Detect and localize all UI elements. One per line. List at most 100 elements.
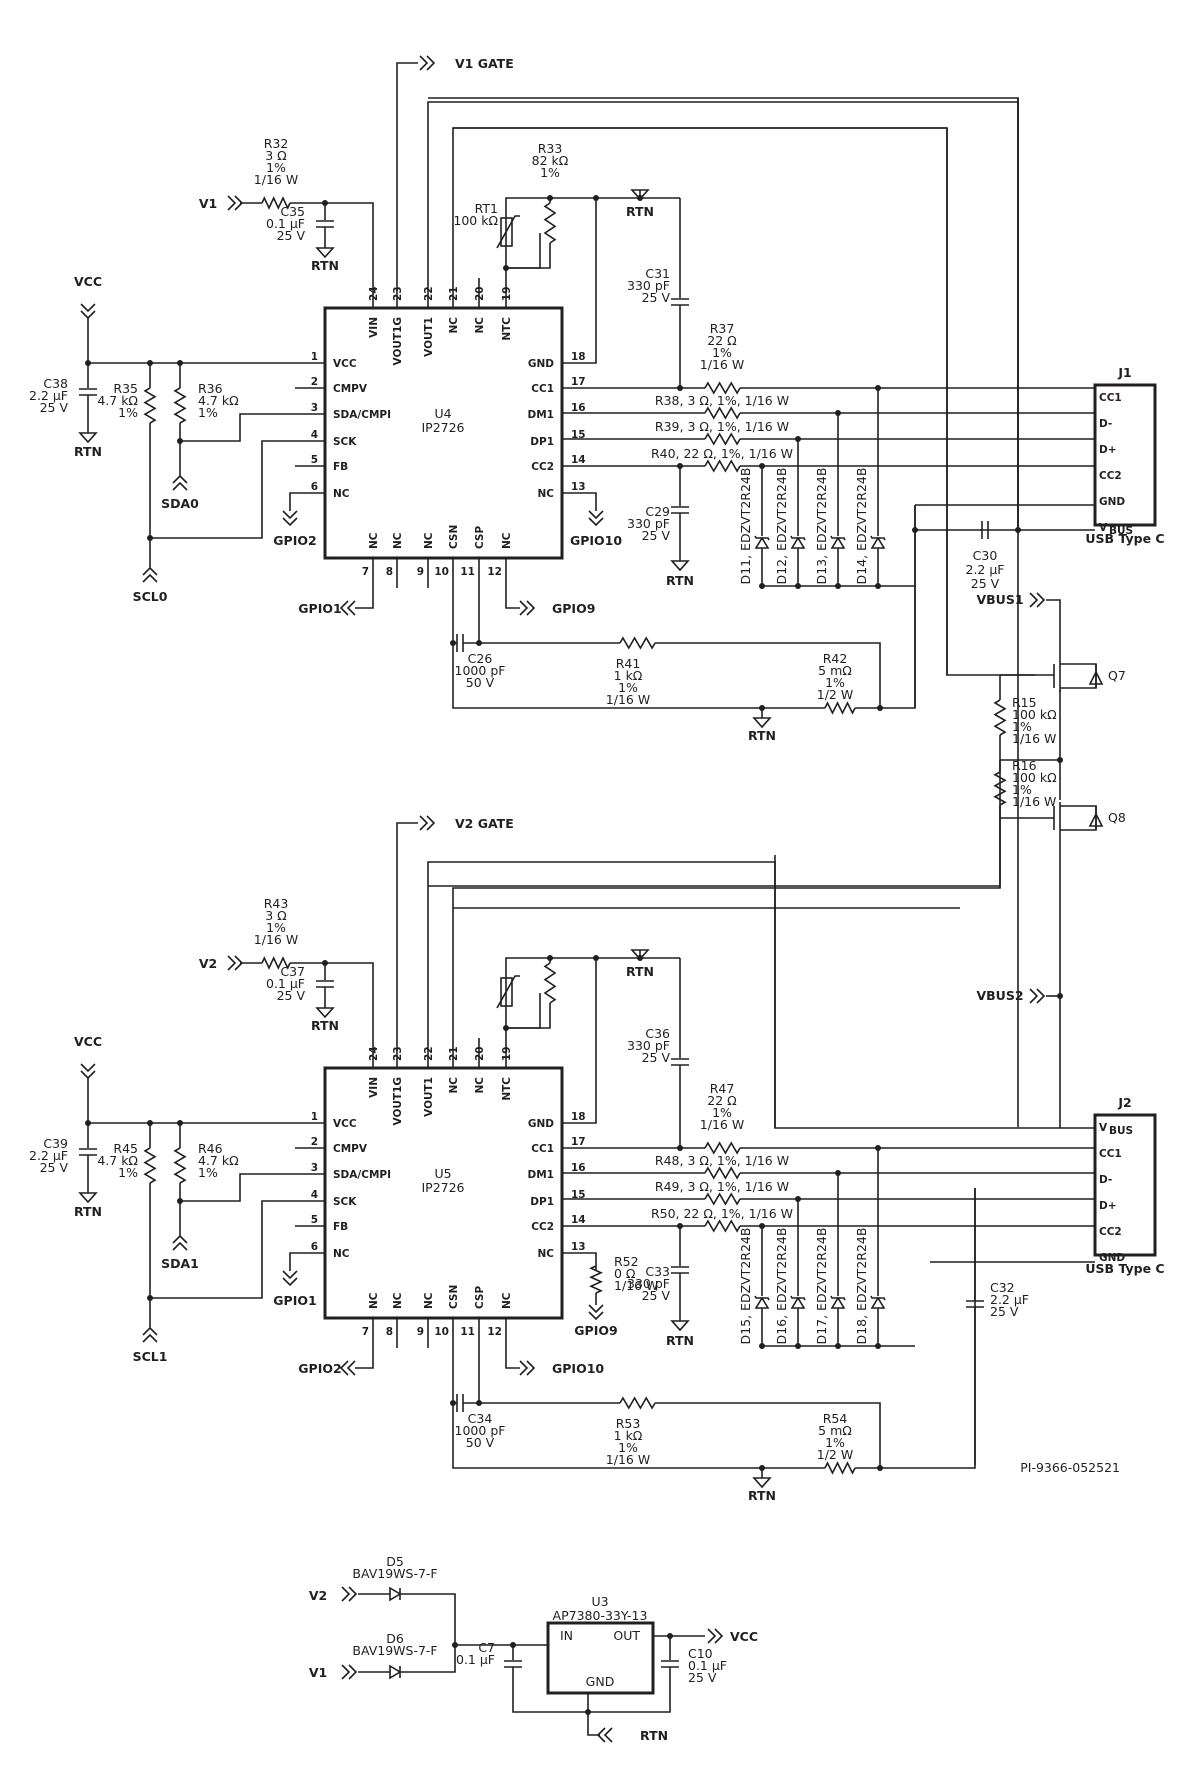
pin-number: 10 — [434, 1326, 449, 1338]
capacitor-label: C34 — [468, 1411, 493, 1426]
pin-number: 13 — [571, 1241, 586, 1253]
net-label: RTN — [666, 1333, 694, 1348]
wire — [180, 413, 295, 442]
net-label: SCL0 — [133, 589, 168, 604]
capacitor-label: 25 V — [40, 1160, 69, 1175]
connector-pin: V — [1099, 1122, 1108, 1134]
junction-dot — [85, 1120, 91, 1126]
resistor-label: 1% — [118, 405, 138, 420]
diode-label: D6 — [386, 1631, 404, 1646]
pin-name: CC2 — [531, 461, 554, 473]
connector-pin-sub: BUS — [1109, 1125, 1133, 1137]
net-label: VBUS2 — [976, 988, 1023, 1003]
pin-number: 18 — [571, 351, 586, 363]
ground-icon — [315, 1007, 335, 1019]
diode-bar — [754, 1295, 770, 1301]
junction-dot — [835, 1343, 841, 1349]
resistor-symbol — [704, 459, 741, 473]
pin-number: 15 — [571, 1189, 586, 1201]
diode-bar — [870, 535, 886, 541]
thermistor-slash — [496, 215, 520, 249]
pin-number: 22 — [423, 1046, 435, 1061]
resistor-symbol — [993, 699, 1007, 736]
pin-name: FB — [333, 1221, 348, 1233]
net-arrow-icon — [1029, 592, 1046, 608]
pin-number: 21 — [448, 286, 460, 301]
net-label: VCC — [730, 1629, 758, 1644]
pin-number: 22 — [423, 286, 435, 301]
junction-dot — [759, 583, 765, 589]
ground-icon — [670, 560, 690, 572]
junction-dot — [912, 527, 918, 533]
pin-name: NC — [368, 1292, 380, 1309]
net-label: GPIO2 — [298, 1361, 341, 1376]
resistor-label: 1% — [712, 345, 732, 360]
thermistor-label: RT1 — [475, 201, 498, 216]
pin-name: SCK — [333, 436, 357, 448]
net-arrow-icon — [282, 1270, 298, 1287]
wire — [1078, 805, 1097, 831]
resistor-label: R40, 22 Ω, 1%, 1/16 W — [651, 446, 793, 461]
net-label: GPIO2 — [273, 533, 316, 548]
pin-number: 14 — [571, 454, 586, 466]
junction-dot — [637, 195, 643, 201]
capacitor-label: 25 V — [642, 290, 671, 305]
wire — [452, 760, 1001, 1068]
connector-pin: D+ — [1099, 444, 1117, 456]
connector-pin: V — [1099, 522, 1108, 534]
wire — [506, 243, 551, 269]
pin-name: VIN — [368, 1077, 380, 1098]
ground-icon — [78, 1192, 98, 1204]
net-label: VCC — [74, 274, 102, 289]
pin-name: NC — [501, 1292, 513, 1309]
pin-number: 20 — [474, 286, 486, 301]
ic-body — [323, 306, 564, 560]
diode-bar — [790, 1295, 806, 1301]
pin-number: 12 — [487, 1326, 502, 1338]
ic-part: IP2726 — [421, 1180, 464, 1195]
drawing-id: PI-9366-052521 — [1020, 1460, 1120, 1475]
pin-name: NC — [448, 317, 460, 334]
capacitor-label: C38 — [43, 376, 68, 391]
pin-name: CSP — [474, 526, 486, 549]
net-arrow-icon — [339, 600, 356, 616]
resistor-label: R16 — [1012, 758, 1037, 773]
wire — [505, 588, 520, 609]
resistor-label: R36 — [198, 381, 223, 396]
pin-number: 10 — [434, 566, 449, 578]
net-label: RTN — [748, 1488, 776, 1503]
diode-label: D18, EDZVT2R24B — [854, 1228, 869, 1345]
net-label: RTN — [748, 728, 776, 743]
resistor-label: R53 — [616, 1416, 641, 1431]
net-label: RTN — [626, 204, 654, 219]
junction-dot — [1057, 993, 1063, 999]
junction-dot — [877, 1465, 883, 1471]
pin-number: 19 — [501, 1046, 513, 1061]
pin-name: CSN — [448, 525, 460, 549]
net-arrow-icon — [588, 510, 604, 527]
resistor-label: 1% — [618, 1440, 638, 1455]
ic-ref: U4 — [434, 406, 451, 421]
net-arrow-icon — [707, 1628, 724, 1644]
resistor-label: R39, 3 Ω, 1%, 1/16 W — [655, 419, 789, 434]
wire — [1046, 599, 1061, 640]
pin-name: NTC — [501, 317, 513, 341]
wire — [855, 1188, 976, 1469]
ground-icon — [752, 1477, 772, 1489]
resistor-symbol — [543, 962, 557, 1004]
resistor-label: 1% — [266, 920, 286, 935]
net-label: RTN — [74, 1204, 102, 1219]
diode-bar — [754, 535, 770, 541]
resistor-label: 100 kΩ — [1012, 707, 1057, 722]
resistor-label: 1/16 W — [614, 1278, 658, 1293]
pin-name: VOUT1G — [392, 1077, 404, 1125]
resistor-label: 5 mΩ — [818, 663, 852, 678]
resistor-label: 1/16 W — [254, 932, 298, 947]
pin-number: 3 — [311, 402, 318, 414]
resistor-symbol — [704, 1141, 741, 1155]
connector-pin: GND — [1099, 496, 1125, 508]
junction-dot — [795, 1343, 801, 1349]
resistor-label: 1% — [198, 1165, 218, 1180]
pin-number: 19 — [501, 286, 513, 301]
resistor-symbol — [619, 1396, 656, 1410]
